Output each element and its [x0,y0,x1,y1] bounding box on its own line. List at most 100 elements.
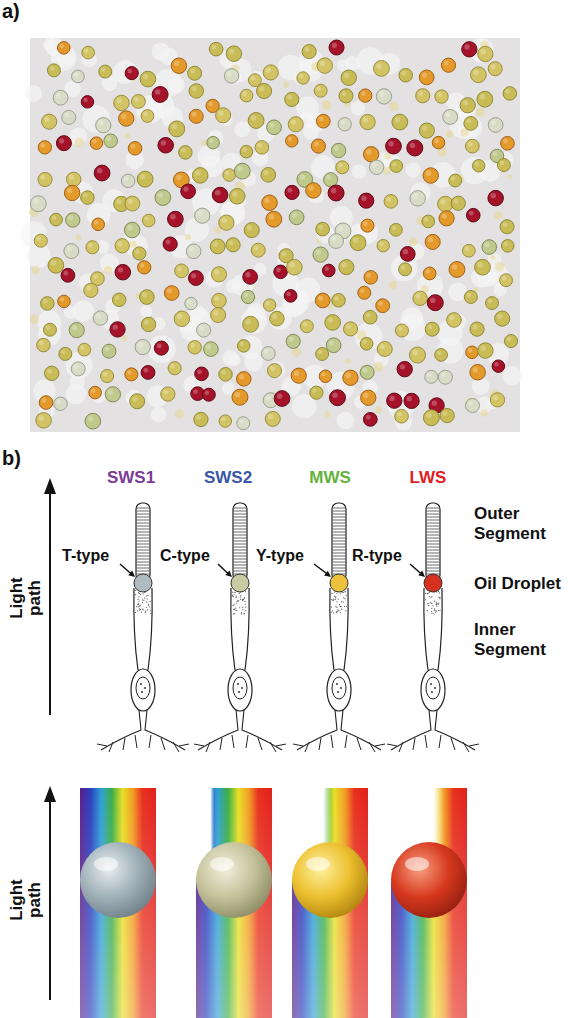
ellipsoid-stipple [436,604,437,605]
disc-stripe [427,514,440,515]
arrow-shaft [49,492,51,715]
pedicle-branch [220,738,222,750]
droplet-highlight [289,262,294,267]
disc-stripe [137,532,150,533]
oil-droplet [316,222,330,236]
ellipsoid-stipple [340,606,341,607]
droplet-highlight [83,193,88,198]
droplet-highlight [101,67,106,72]
pedicle-branch [331,735,333,748]
disc-stripe [234,520,247,521]
droplet-highlight [72,325,77,330]
ellipsoid-stipple [438,604,439,605]
oil-droplet [210,239,225,254]
ellipsoid-stipple [150,613,151,614]
droplet-highlight [395,117,401,123]
oil-droplet [376,89,391,104]
oil-droplet [325,315,341,331]
oil-droplet [141,110,154,123]
droplet-highlight [43,299,48,304]
droplet-highlight [170,364,175,369]
ellipsoid-stipple [138,603,139,604]
droplet-highlight [321,372,325,376]
droplet-highlight [251,76,256,81]
oil-droplet [390,160,403,173]
ellipsoid-stipple [431,611,432,612]
droplet-type-label: Y-type [256,547,304,565]
pedicle-branch [109,742,113,752]
faint-speck [385,153,391,159]
oil-droplet [462,42,477,57]
oil-droplet [188,341,201,354]
oil-droplet [338,118,351,131]
droplet-highlight [209,139,213,143]
oil-droplet [89,386,102,399]
ellipsoid-stipple [142,602,143,603]
disc-stripe [333,532,346,533]
droplet-highlight [413,193,418,198]
oil-droplet [194,412,208,426]
droplet-highlight [366,313,371,318]
oil-droplet [343,322,357,336]
leader-head [225,570,232,577]
ellipsoid-stipple [135,612,136,613]
disc-stripe [234,541,247,542]
droplet-highlight [67,246,72,251]
axon [145,710,185,750]
ellipsoid-stipple [238,600,239,601]
disc-stripe [333,517,346,518]
disc-stripe [234,556,247,557]
droplet-highlight [366,273,371,278]
faint-speck [121,336,127,342]
droplet-highlight [332,393,338,399]
ellipsoid-stipple [237,601,238,602]
ellipsoid-stipple [438,602,439,603]
oil-droplet [285,185,299,199]
ellipsoid-stipple [331,607,332,608]
ellipsoid-stipple [243,613,244,614]
oil-droplet [390,223,403,236]
droplet-highlight [254,246,259,251]
oil-droplet [243,316,259,332]
droplet-highlight [314,141,319,146]
oil-droplet [81,191,95,205]
droplet-highlight [451,176,455,180]
ellipsoid-stipple [336,611,337,612]
ellipsoid-stipple [338,598,339,599]
oil-droplet [336,161,349,174]
disc-stripe [333,511,346,512]
pedicle-branch [425,735,427,748]
oil-droplet [376,299,390,313]
ellipsoid-stipple [148,605,149,606]
droplet-highlight [244,293,249,298]
oil-droplet [274,391,290,407]
oil-droplet [488,118,503,133]
blur-blob [140,305,152,317]
oil-droplet [34,234,47,247]
oil-droplet [361,219,374,232]
faint-speck [316,239,321,244]
oil-droplet [114,95,129,110]
droplet-highlight [206,344,211,349]
droplet-highlight [316,87,321,92]
oil-droplet [50,213,63,226]
droplet-highlight [221,417,225,421]
droplet-highlight [388,141,394,147]
oil-droplet [440,408,454,422]
inner-segment [330,588,334,670]
disc-stripe [137,526,150,527]
leader-line [314,564,328,575]
ellipsoid-stipple [245,591,246,592]
droplet-highlight [363,368,368,373]
oil-droplet [486,297,499,310]
droplet-highlight [74,364,79,369]
oil-droplet [124,222,139,237]
droplet-highlight [320,61,325,66]
ellipsoid-stipple [142,599,143,600]
droplet-highlight [401,71,406,76]
oil-droplet [384,195,398,209]
oil-droplet-large [196,842,272,918]
disc-stripe [427,565,440,566]
blur-blob [82,105,110,133]
oil-droplet [419,70,434,85]
